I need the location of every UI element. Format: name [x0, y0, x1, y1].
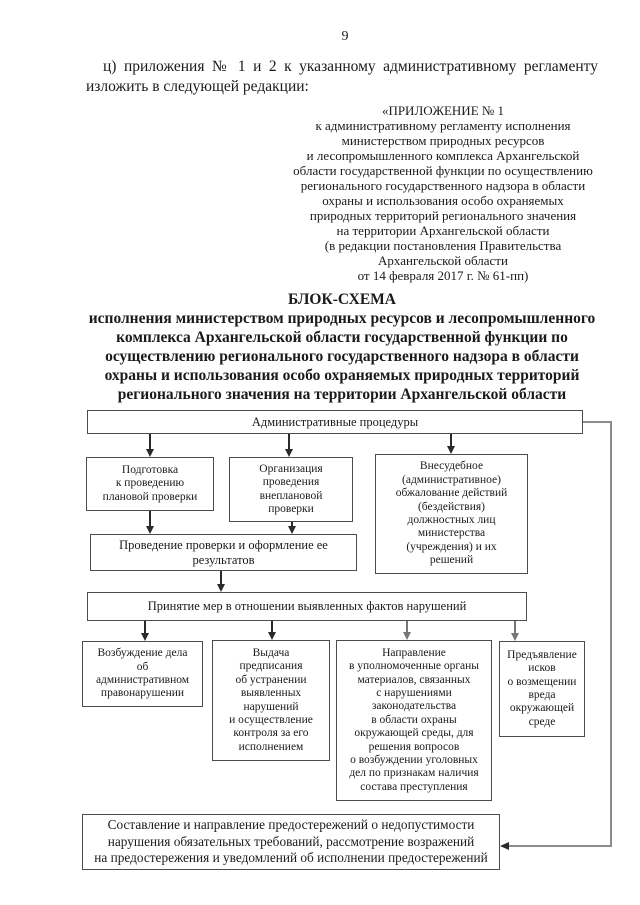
flow-box-conduct-check: Проведение проверки и оформление ее резу…: [90, 534, 357, 571]
arrow-stem: [288, 434, 290, 449]
arrow-down-icon: [447, 446, 455, 454]
arrow-admin-to-org: [285, 434, 294, 457]
page-number: 9: [341, 29, 349, 44]
schema-subtitle: исполнения министерством природных ресур…: [88, 310, 596, 403]
arrow-down-icon: [268, 632, 276, 640]
flow-box-warnings: Составление и направление предостережени…: [82, 814, 500, 870]
connector-vertical-segment: [610, 421, 612, 847]
arrow-stem: [271, 621, 273, 632]
appendix-heading: «ПРИЛОЖЕНИЕ № 1 к административному регл…: [293, 103, 593, 283]
flow-box-issue-order: Выдача предписания об устранении выявлен…: [212, 640, 330, 761]
arrow-down-icon: [288, 526, 296, 534]
arrow-down-icon: [403, 632, 411, 640]
arrow-stem: [220, 571, 222, 584]
arrow-measures-to-send: [403, 621, 412, 640]
arrow-down-icon: [146, 449, 154, 457]
arrow-stem: [149, 434, 151, 449]
arrow-stem: [291, 522, 293, 526]
connector-top-segment: [583, 421, 612, 423]
flow-box-send-materials: Направление в уполномоченные органы мате…: [336, 640, 492, 801]
arrow-down-icon: [141, 633, 149, 641]
arrow-stem: [514, 621, 516, 633]
intro-paragraph: ц) приложения № 1 и 2 к указанному админ…: [86, 58, 598, 95]
arrow-stem: [144, 621, 146, 633]
flow-box-pretrial-appeal: Внесудебное (административное) обжалован…: [375, 454, 528, 574]
arrow-measures-to-order: [268, 621, 277, 640]
arrow-conduct-to-measures: [217, 571, 226, 592]
arrow-down-icon: [285, 449, 293, 457]
arrow-org-to-conduct: [288, 522, 297, 534]
arrow-down-icon: [511, 633, 519, 641]
arrow-stem: [450, 434, 452, 446]
flow-box-org-unplanned-check: Организация проведения внеплановой прове…: [229, 457, 353, 522]
schema-title: БЛОК-СХЕМА: [287, 291, 396, 308]
flow-box-prep-planned-check: Подготовка к проведению плановой проверк…: [86, 457, 214, 511]
arrow-down-icon: [217, 584, 225, 592]
arrow-stem: [406, 621, 408, 632]
schema-heading: БЛОК-СХЕМА исполнения министерством прир…: [64, 290, 620, 404]
arrow-stem: [149, 511, 151, 526]
arrow-admin-to-appeal: [447, 434, 456, 454]
arrow-prep-to-conduct: [146, 511, 155, 534]
arrow-measures-to-case: [141, 621, 150, 641]
flow-box-take-measures: Принятие мер в отношении выявленных факт…: [87, 592, 527, 621]
arrow-down-icon: [146, 526, 154, 534]
arrow-measures-to-claims: [511, 621, 520, 641]
arrow-left-icon: [500, 841, 509, 850]
flow-box-file-claims: Предъявление исков о возмещении вреда ок…: [499, 641, 585, 737]
connector-bottom-segment: [509, 845, 612, 847]
flow-box-admin-procedures: Административные процедуры: [87, 410, 583, 434]
flow-box-open-admin-case: Возбуждение дела об административном пра…: [82, 641, 203, 707]
arrow-admin-to-prep: [146, 434, 155, 457]
